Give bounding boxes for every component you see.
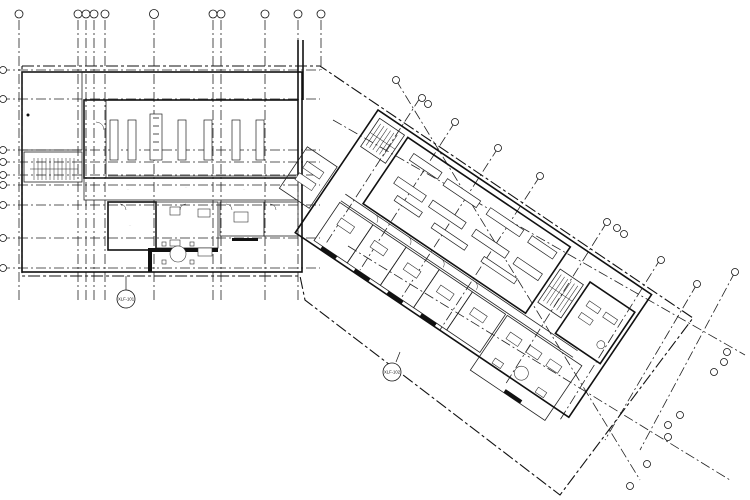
angled-wing xyxy=(278,108,653,421)
view-tag-2-label: XLF-102 xyxy=(384,370,401,375)
svg-text:· ·: · · xyxy=(185,185,188,189)
svg-text:· ·: · · xyxy=(243,187,246,191)
grid-bubbles-angled xyxy=(392,76,739,490)
orthogonal-wing: · · · · · · · · xyxy=(21,40,304,273)
view-tag-1: XLF-101 xyxy=(116,276,136,309)
grid-lines-horizontal xyxy=(0,69,320,269)
view-tag-2: XLF-102 xyxy=(382,351,402,382)
svg-text:· ·: · · xyxy=(127,187,130,191)
view-tag-1-label: XLF-101 xyxy=(118,297,135,302)
grid-lines-vertical xyxy=(18,20,322,300)
svg-text:· ·: · · xyxy=(129,223,132,227)
grid-bubbles-left xyxy=(0,66,7,272)
building-envelope xyxy=(21,65,694,496)
grid-lines-angled xyxy=(324,79,746,481)
grid-bubbles-top xyxy=(14,9,326,19)
